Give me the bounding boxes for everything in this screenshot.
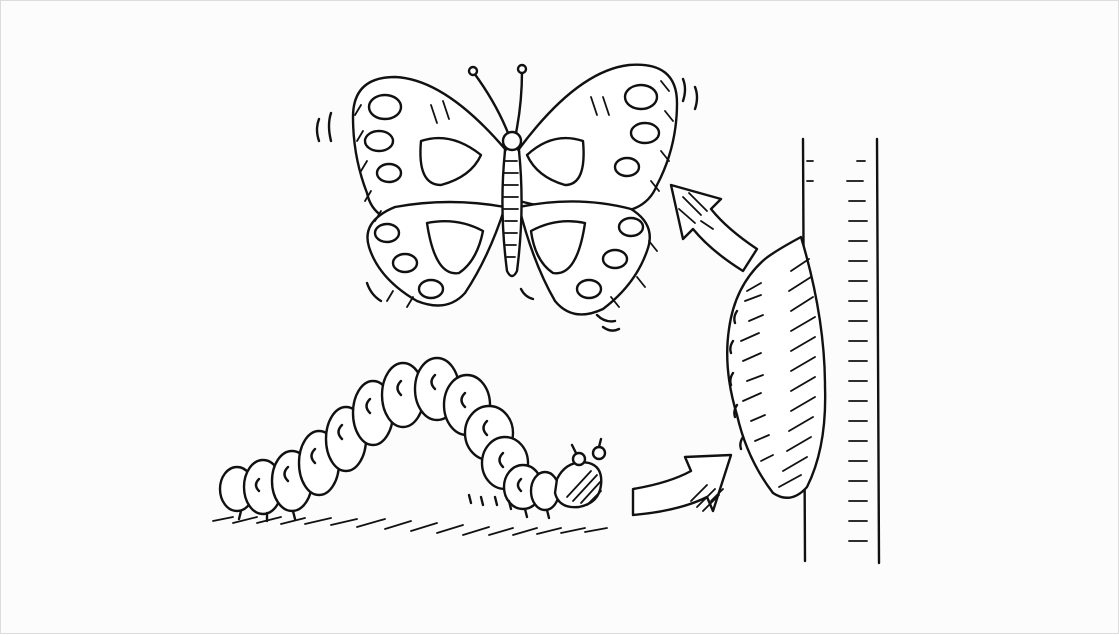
chrysalis-icon [727, 237, 825, 498]
arrow-icon [671, 185, 757, 271]
butterfly-icon [317, 65, 697, 331]
arrow-icon [633, 455, 731, 515]
ground-shadow [213, 517, 607, 535]
caterpillar-icon [220, 358, 605, 521]
